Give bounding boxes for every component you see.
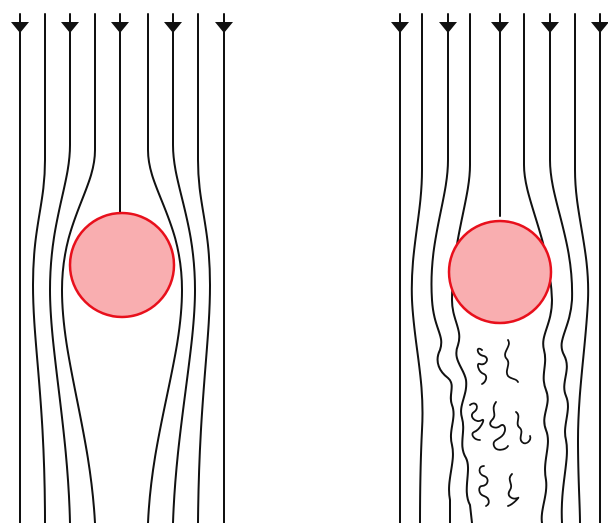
eddy: [478, 349, 487, 384]
streamline: [173, 14, 195, 523]
eddy: [516, 412, 530, 443]
eddy: [490, 402, 508, 450]
streamline: [575, 14, 588, 523]
streamline: [50, 14, 70, 523]
eddy: [470, 403, 483, 440]
streamline: [198, 14, 210, 523]
flow-arrow: [439, 22, 457, 33]
flow-arrow: [541, 22, 559, 33]
eddy: [479, 466, 489, 506]
sphere: [449, 221, 551, 323]
flow-arrow: [591, 22, 608, 33]
eddy: [505, 340, 518, 382]
laminar-flow-panel: [11, 14, 233, 523]
eddy: [508, 474, 518, 506]
sphere: [70, 213, 174, 317]
flow-arrow: [391, 22, 409, 33]
flow-arrow: [11, 22, 29, 33]
streamline: [412, 14, 423, 523]
flow-arrow: [61, 22, 79, 33]
streamline: [550, 14, 572, 523]
flow-arrow: [111, 22, 129, 33]
wake-eddies: [470, 340, 530, 506]
flow-arrow: [215, 22, 233, 33]
flow-arrow: [164, 22, 182, 33]
flow-arrow: [491, 22, 509, 33]
streamline: [33, 14, 45, 523]
turbulent-flow-panel: [391, 14, 608, 523]
